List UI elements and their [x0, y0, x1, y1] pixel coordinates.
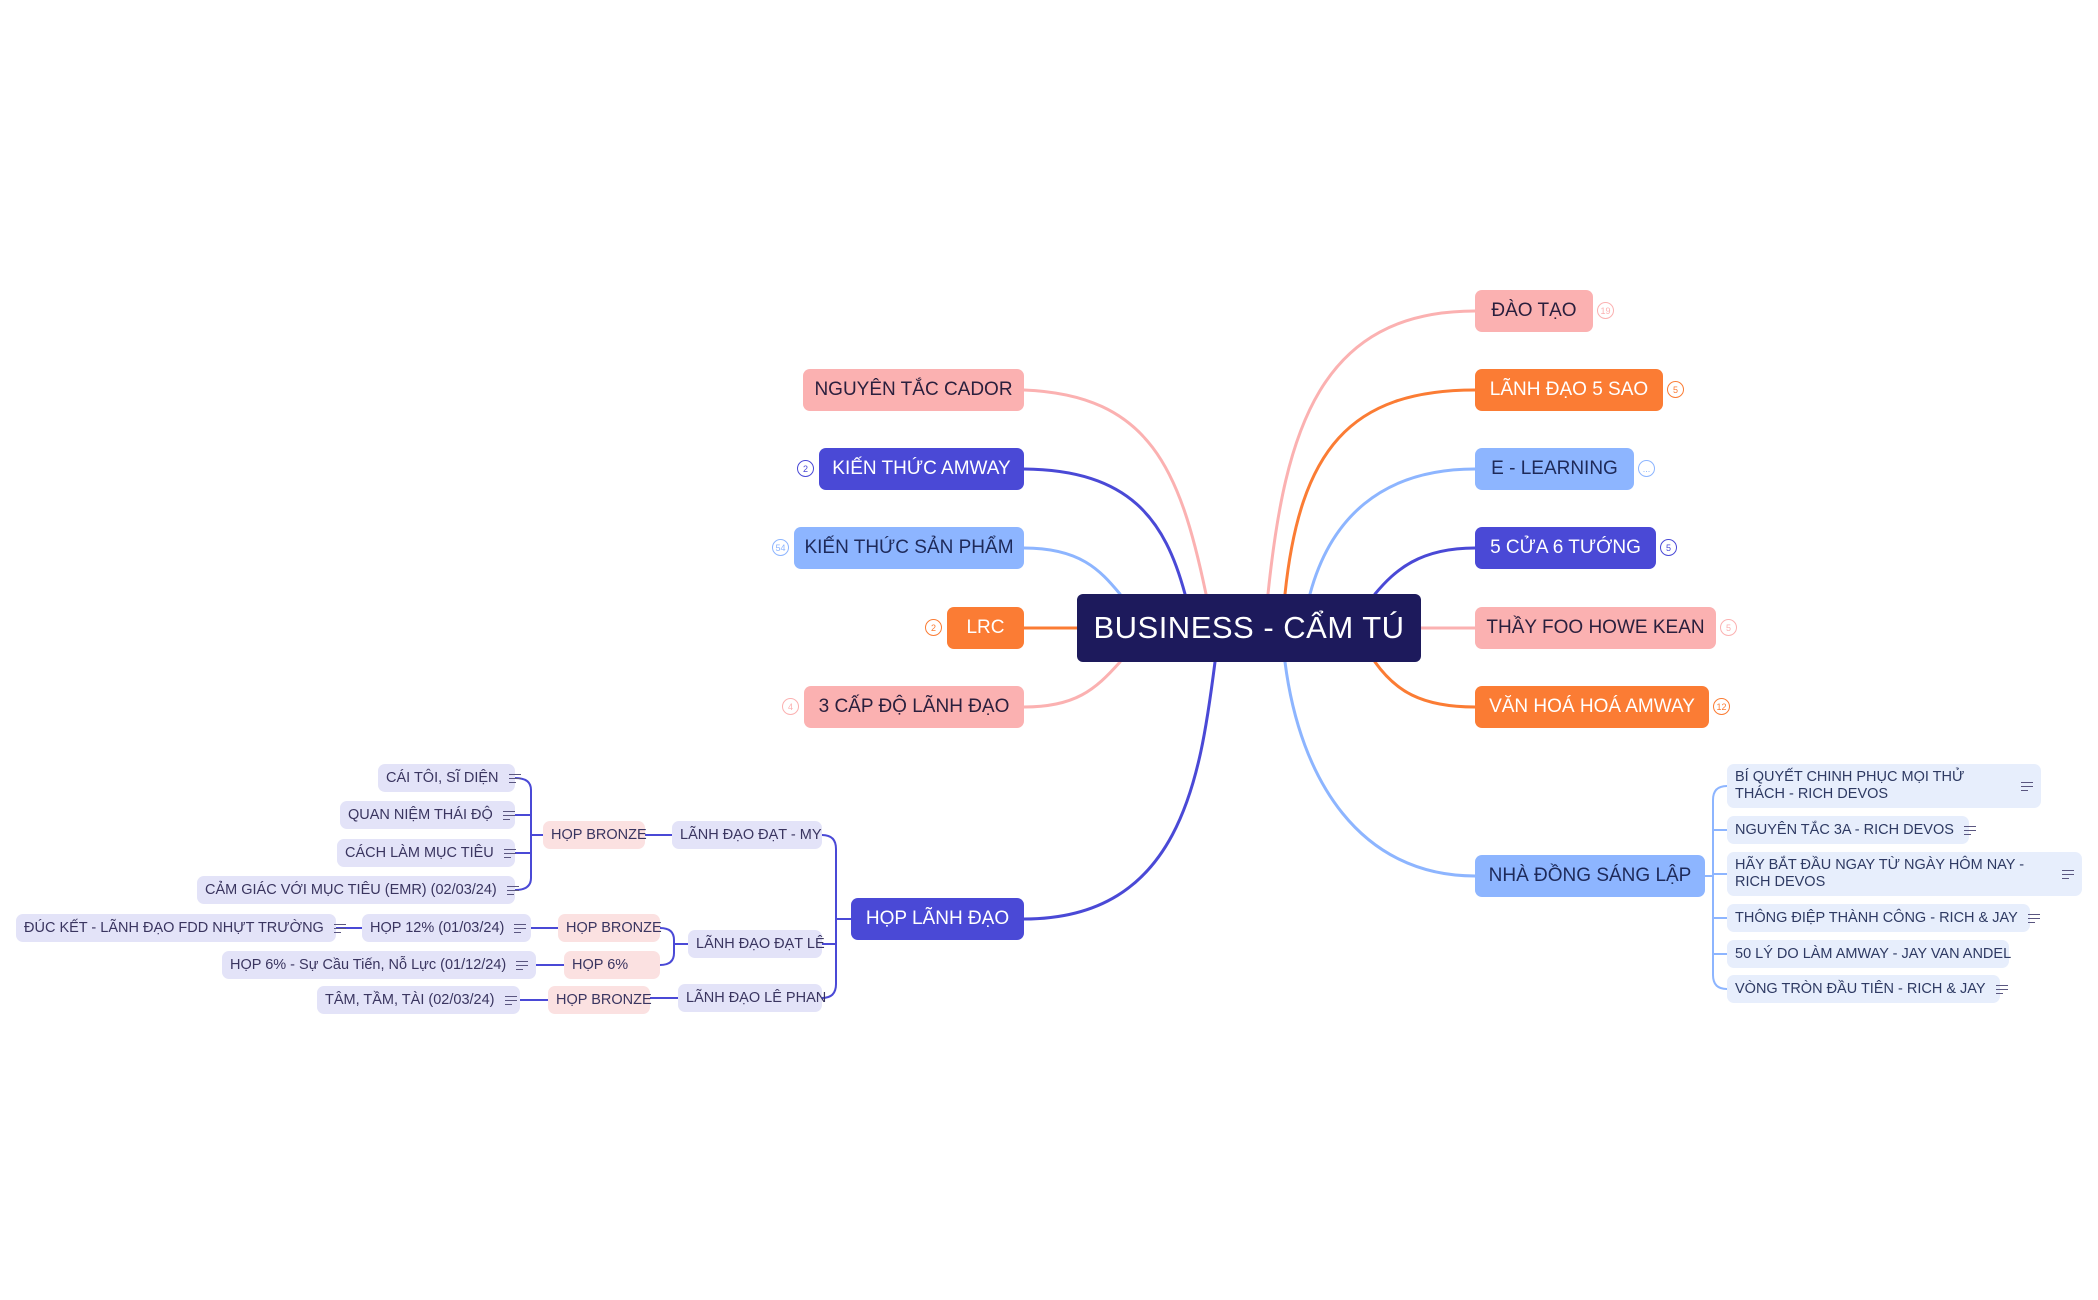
topic-connector: [1022, 388, 1208, 596]
note-icon[interactable]: [516, 960, 529, 970]
subtopic-label: HỌP BRONZE: [556, 992, 652, 1008]
topic-connector: [1283, 660, 1477, 878]
subtopic-hop-bronze[interactable]: HỌP BRONZE: [558, 914, 662, 942]
subtopic-lanh-dao-le-phan[interactable]: LÃNH ĐẠO LÊ PHAN: [678, 984, 826, 1012]
topic-hop-lanh-dao[interactable]: HỌP LÃNH ĐẠO: [851, 898, 1024, 940]
subtopic-label: BÍ QUYẾT CHINH PHỤC MỌI THỬ THÁCH - RICH…: [1735, 769, 1965, 802]
topic-kien-thuc-amway[interactable]: KIẾN THỨC AMWAY: [819, 448, 1024, 490]
topic-e-learning[interactable]: E - LEARNING: [1475, 448, 1634, 490]
subtopic-connector: [821, 834, 837, 999]
note-icon[interactable]: [502, 810, 515, 820]
subtopic-label: LÃNH ĐẠO ĐẠT LÊ: [696, 936, 825, 952]
topic-connector: [1022, 660, 1122, 709]
collapse-count-badge[interactable]: 5: [1720, 619, 1737, 636]
collapse-count-badge[interactable]: 19: [1597, 302, 1614, 319]
collapse-count-badge[interactable]: 5: [1667, 381, 1684, 398]
subtopic-label: NGUYÊN TẮC 3A - RICH DEVOS: [1735, 822, 1954, 838]
topic-kien-thuc-san-pham[interactable]: KIẾN THỨC SẢN PHẨM: [794, 527, 1024, 569]
subtopic-cam-giac-muc-tieu[interactable]: CẢM GIÁC VỚI MỤC TIÊU (EMR) (02/03/24): [197, 876, 519, 904]
subtopic-label: HỌP 6%: [572, 957, 629, 973]
subtopic-hop-bronze[interactable]: HỌP BRONZE: [543, 821, 647, 849]
note-icon[interactable]: [2021, 781, 2033, 791]
topic-lanh-dao-5-sao[interactable]: LÃNH ĐẠO 5 SAO: [1475, 369, 1663, 411]
subtopic-label: LÃNH ĐẠO ĐẠT - MY: [680, 827, 822, 843]
collapse-count-badge[interactable]: ...: [1638, 460, 1655, 477]
note-icon[interactable]: [1995, 984, 2008, 994]
subtopic-hop-6[interactable]: HỌP 6%: [564, 951, 660, 979]
subtopic-lanh-dao-dat-my[interactable]: LÃNH ĐẠO ĐẠT - MY: [672, 821, 822, 849]
topic-thay-foo-howe-kean[interactable]: THẦY FOO HOWE KEAN: [1475, 607, 1716, 649]
note-icon[interactable]: [2062, 869, 2074, 879]
subtopic-label: VÒNG TRÒN ĐẦU TIÊN - RICH & JAY: [1735, 981, 1986, 997]
topic-connector: [1266, 309, 1477, 596]
subtopic-lanh-dao-dat-le[interactable]: LÃNH ĐẠO ĐẠT LÊ: [688, 930, 825, 958]
collapse-count-badge[interactable]: 54: [772, 539, 789, 556]
root-topic[interactable]: BUSINESS - CẨM TÚ: [1077, 594, 1421, 662]
note-icon[interactable]: [508, 773, 521, 783]
subtopic-bi-quyet-chinh-phuc[interactable]: BÍ QUYẾT CHINH PHỤC MỌI THỬ THÁCH - RICH…: [1727, 764, 2041, 808]
topic-connector: [1022, 660, 1217, 921]
topic-connector: [1022, 546, 1122, 596]
topic-connector: [1373, 660, 1477, 709]
subtopic-vong-tron-dau-tien[interactable]: VÒNG TRÒN ĐẦU TIÊN - RICH & JAY: [1727, 975, 2008, 1003]
subtopic-label: THÔNG ĐIỆP THÀNH CÔNG - RICH & JAY: [1735, 910, 2018, 926]
note-icon[interactable]: [503, 848, 516, 858]
note-icon[interactable]: [514, 923, 527, 933]
topic-dao-tao[interactable]: ĐÀO TẠO: [1475, 290, 1593, 332]
subtopic-label: CẢM GIÁC VỚI MỤC TIÊU (EMR) (02/03/24): [205, 882, 497, 898]
subtopic-label: LÃNH ĐẠO LÊ PHAN: [686, 990, 827, 1006]
topic-lrc[interactable]: LRC: [947, 607, 1024, 649]
subtopic-label: CÁI TÔI, SĨ DIỆN: [386, 770, 499, 786]
note-icon[interactable]: [2027, 913, 2040, 923]
subtopic-cai-toi-si-dien[interactable]: CÁI TÔI, SĨ DIỆN: [378, 764, 521, 792]
note-icon[interactable]: [506, 885, 519, 895]
subtopic-hop-bronze[interactable]: HỌP BRONZE: [548, 986, 652, 1014]
collapse-count-badge[interactable]: 5: [1660, 539, 1677, 556]
subtopic-label: 50 LÝ DO LÀM AMWAY - JAY VAN ANDEL: [1735, 946, 2012, 962]
subtopic-connector: [1712, 785, 1728, 990]
subtopic-label: HỌP BRONZE: [566, 920, 662, 936]
subtopic-connector: [659, 927, 675, 966]
collapse-count-badge[interactable]: 2: [925, 619, 942, 636]
subtopic-thong-diep-thanh-cong[interactable]: THÔNG ĐIỆP THÀNH CÔNG - RICH & JAY: [1727, 904, 2040, 932]
subtopic-hop-6-su-cau-tien[interactable]: HỌP 6% - Sự Cầu Tiến, Nỗ Lực (01/12/24): [222, 951, 536, 979]
topic-5-cua-6-tuong[interactable]: 5 CỬA 6 TƯỚNG: [1475, 527, 1656, 569]
subtopic-nguyen-tac-3a[interactable]: NGUYÊN TẮC 3A - RICH DEVOS: [1727, 816, 1976, 844]
topic-van-hoa-hoa-amway[interactable]: VĂN HOÁ HOÁ AMWAY: [1475, 686, 1709, 728]
note-icon[interactable]: [1963, 825, 1976, 835]
subtopic-label: TÂM, TẦM, TÀI (02/03/24): [325, 992, 495, 1008]
topic-connector: [1283, 388, 1477, 596]
note-icon[interactable]: [504, 995, 517, 1005]
collapse-count-badge[interactable]: 2: [797, 460, 814, 477]
topic-connector: [1373, 546, 1477, 596]
subtopic-label: CÁCH LÀM MỤC TIÊU: [345, 845, 494, 861]
topic-nguyen-tac-cador[interactable]: NGUYÊN TẮC CADOR: [803, 369, 1024, 411]
subtopic-label: ĐÚC KẾT - LÃNH ĐẠO FDD NHỰT TRƯỜNG: [24, 920, 324, 936]
subtopic-label: QUAN NIỆM THÁI ĐỘ: [348, 807, 493, 823]
subtopic-duc-ket-lanh-dao[interactable]: ĐÚC KẾT - LÃNH ĐẠO FDD NHỰT TRƯỜNG: [16, 914, 346, 942]
topic-connector: [1022, 467, 1187, 596]
subtopic-label: HÃY BẮT ĐẦU NGAY TỪ NGÀY HÔM NAY - RICH …: [1735, 857, 2025, 890]
subtopic-quan-niem-thai-do[interactable]: QUAN NIỆM THÁI ĐỘ: [340, 801, 515, 829]
subtopic-label: HỌP 12% (01/03/24): [370, 920, 505, 936]
subtopic-tam-tam-tai[interactable]: TÂM, TẦM, TÀI (02/03/24): [317, 986, 520, 1014]
subtopic-hop-12[interactable]: HỌP 12% (01/03/24): [362, 914, 531, 942]
collapse-count-badge[interactable]: 12: [1713, 698, 1730, 715]
subtopic-hay-bat-dau-ngay[interactable]: HÃY BẮT ĐẦU NGAY TỪ NGÀY HÔM NAY - RICH …: [1727, 852, 2082, 896]
subtopic-50-ly-do-lam-amway[interactable]: 50 LÝ DO LÀM AMWAY - JAY VAN ANDEL: [1727, 940, 2012, 968]
topic-3-cap-do-lanh-dao[interactable]: 3 CẤP ĐỘ LÃNH ĐẠO: [804, 686, 1024, 728]
subtopic-label: HỌP 6% - Sự Cầu Tiến, Nỗ Lực (01/12/24): [230, 957, 507, 973]
subtopic-cach-lam-muc-tieu[interactable]: CÁCH LÀM MỤC TIÊU: [337, 839, 516, 867]
subtopic-label: HỌP BRONZE: [551, 827, 647, 843]
note-icon[interactable]: [333, 923, 346, 933]
collapse-count-badge[interactable]: 4: [782, 698, 799, 715]
subtopic-connector: [514, 777, 532, 891]
topic-nha-dong-sang-lap[interactable]: NHÀ ĐỒNG SÁNG LẬP: [1475, 855, 1705, 897]
topic-connector: [1308, 467, 1477, 596]
